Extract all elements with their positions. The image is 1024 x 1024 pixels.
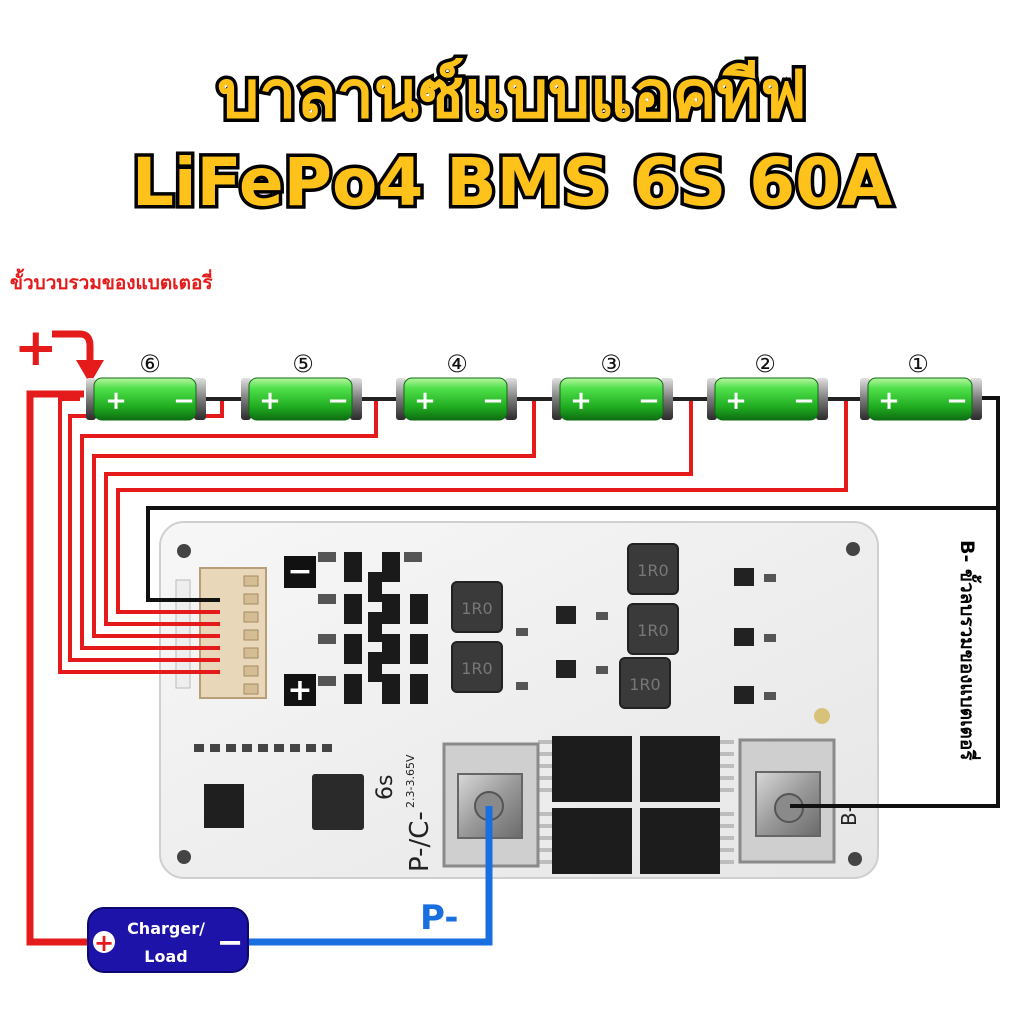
cell-plus: +	[105, 386, 127, 416]
battery-cell-5: ⑤ + −	[241, 350, 362, 421]
battery-cell-4: ④ + −	[396, 350, 517, 421]
mount-hole	[848, 852, 862, 866]
charger-minus: −	[217, 923, 244, 961]
cell-minus: −	[327, 386, 349, 416]
inductor-label: 1R0	[461, 659, 492, 678]
cell-plus: +	[878, 386, 900, 416]
battery-cell-1: ① + −	[860, 350, 982, 421]
inductor-label: 1R0	[637, 621, 668, 640]
charger-label-line1: Charger/	[127, 919, 205, 938]
inductor-label: 1R0	[637, 561, 668, 580]
cell-number: ⑤	[292, 350, 314, 378]
cell-plus: +	[414, 386, 436, 416]
main-controller-ic	[204, 784, 244, 828]
board-terminal-right-label: B-	[837, 805, 861, 826]
red-arrow-icon	[52, 330, 104, 384]
terminal-b-minus	[738, 738, 836, 864]
cell-minus: −	[946, 386, 968, 416]
mosfet-array	[538, 736, 734, 874]
cell-plus: +	[725, 386, 747, 416]
inductor-label: 1R0	[461, 599, 492, 618]
diode-array	[344, 552, 428, 704]
mount-hole	[846, 542, 860, 556]
balance-wire-3	[92, 399, 536, 638]
mount-hole	[177, 850, 191, 864]
p-minus-label: P-	[420, 898, 459, 938]
board-series-label: 6s	[373, 775, 398, 800]
balance-wire-1	[68, 399, 224, 662]
cell-number: ④	[446, 350, 468, 378]
battery-cell-3: ③ + −	[552, 350, 673, 421]
balance-wire-2	[80, 399, 378, 650]
b-minus-sense-wire	[146, 396, 1000, 602]
big-plus-sign: +	[14, 318, 58, 378]
balance-wire-6	[58, 397, 220, 674]
cell-minus: −	[793, 386, 815, 416]
battery-positive-label: ขั้วบวบรวมของแบตเตอรี่	[10, 272, 213, 294]
cell-minus: −	[173, 386, 195, 416]
inductors: 1R0 1R0 1R0 1R0 1R0	[451, 543, 679, 709]
title-line-1: บาลานซ์แบบแอคทีฟ	[214, 56, 810, 133]
b-minus-label: B- ขั้วลบรวมของแบตเตอรี่	[956, 540, 978, 761]
cell-minus: −	[482, 386, 504, 416]
balance-wire-4	[104, 399, 693, 626]
cell-plus: +	[570, 386, 592, 416]
battery-cells: ⑥ + − ⑤ + − ④ + − ③ + −	[86, 350, 982, 421]
charger-label-line2: Load	[144, 947, 187, 966]
charger-plus: +	[94, 929, 114, 957]
board-terminal-left-label: P-/C-	[405, 811, 435, 872]
b-minus-main-wire	[790, 508, 1000, 808]
balance-wire-5	[116, 399, 848, 614]
p-minus-wire	[246, 806, 493, 946]
test-pad	[814, 708, 830, 724]
battery-cell-2: ② + −	[707, 350, 828, 421]
b-minus-wire	[146, 396, 1000, 808]
cell-minus: −	[638, 386, 660, 416]
resistors	[318, 552, 776, 700]
cell-plus: +	[259, 386, 281, 416]
silk-plus: +	[287, 673, 312, 708]
charger-plus-badge	[93, 931, 115, 953]
battery-cell-6: ⑥ + −	[86, 350, 206, 421]
balance-wires	[58, 397, 848, 674]
silk-plus-box	[284, 674, 316, 706]
cell-number: ②	[754, 350, 776, 378]
silk-minus: −	[287, 554, 312, 589]
silk-minus-box	[284, 556, 316, 588]
mount-hole	[177, 544, 191, 558]
bms-board: − + 1R0 1R0 1R0 1R0	[159, 521, 879, 879]
cell-number: ③	[600, 350, 622, 378]
inductor-label: 1R0	[629, 675, 660, 694]
cell-number: ①	[907, 350, 929, 378]
cell-number: ⑥	[139, 350, 161, 378]
main-positive-wire	[26, 390, 90, 946]
power-inductor	[312, 774, 364, 830]
board-voltage-label: 2.3-3.65V	[404, 754, 417, 808]
charger-load-box: + Charger/ Load −	[87, 907, 249, 973]
title-line-2: LiFePo4 BMS 6S 60A	[128, 144, 895, 221]
small-ics	[556, 568, 754, 704]
